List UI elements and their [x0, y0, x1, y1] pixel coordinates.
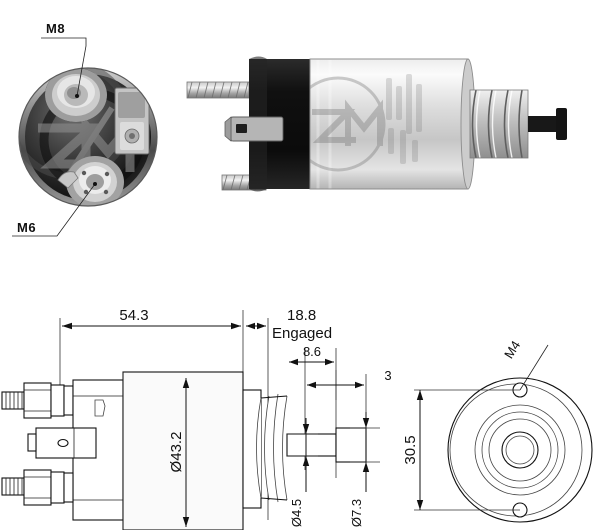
photo-return-spring: [469, 89, 529, 159]
dimension-86-label: 8.6: [303, 344, 321, 359]
terminal-m6: [57, 156, 124, 206]
dimension-dia-73: Ø7.3: [349, 412, 380, 527]
dimension-3-label: 3: [384, 368, 391, 383]
photo-plunger-tip: [528, 108, 567, 140]
callout-m6-label: M6: [17, 220, 36, 235]
photo-body-emboss-text: [386, 74, 422, 164]
callout-m8-label: M8: [46, 21, 65, 36]
dimension-bolt-pitch-305: 30.5: [402, 389, 520, 511]
side-profile-photo: [186, 56, 567, 192]
dimension-stroke-188-label: 18.8: [287, 307, 316, 324]
photo-upper-stud: [186, 81, 250, 99]
dimension-dia-432: Ø43.2: [168, 378, 190, 527]
callout-m8: M8: [41, 21, 87, 98]
photo-metal-can: [310, 59, 468, 189]
dimension-3: 3: [307, 368, 392, 389]
callout-m6-dot: [93, 182, 97, 186]
drawing-return-spring: [256, 393, 288, 503]
end-face-drawing: 30.5 M4: [402, 338, 593, 523]
dimension-86: 8.6: [289, 344, 334, 366]
dimension-stroke-188-note: Engaged: [272, 325, 332, 342]
drawing-plunger: [286, 427, 367, 463]
dimension-length-543-label: 54.3: [119, 307, 148, 324]
dimension-dia-45-label: Ø4.5: [289, 499, 304, 527]
dimension-stroke-188: 18.8 Engaged: [246, 307, 332, 342]
side-section-drawing: Ø43.2 Ø4.5: [1, 371, 380, 530]
dimension-length-543: 54.3: [62, 307, 241, 330]
drawing-lower-stud: [1, 469, 74, 506]
drawing-spade-terminal: [27, 427, 97, 459]
photo-zm-emboss: [310, 76, 386, 172]
spade-terminal-block: [114, 87, 150, 155]
dimension-dia-432-label: Ø43.2: [168, 432, 185, 473]
drawing-upper-stud: [1, 382, 74, 419]
photo-spade-terminal: [224, 116, 284, 142]
callout-m6: M6: [12, 182, 97, 237]
callout-m8-leader: [41, 37, 87, 97]
dimension-bolt-pitch-305-label: 30.5: [402, 435, 419, 464]
dimension-dia-73-label: Ø7.3: [349, 499, 364, 527]
callout-m6-leader: [12, 183, 96, 237]
callout-m8-dot: [75, 94, 79, 98]
dimension-dia-45: Ø4.5: [287, 418, 318, 527]
